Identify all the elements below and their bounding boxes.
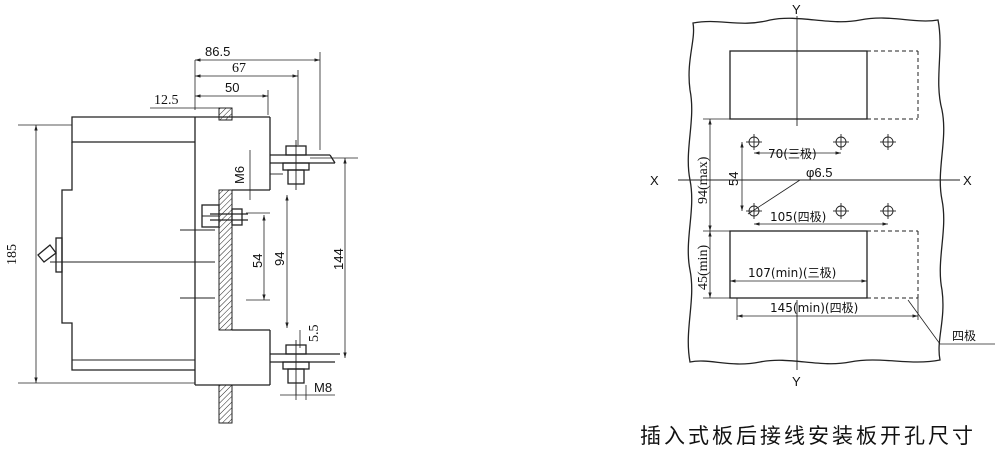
dim-m6: M6	[232, 166, 247, 184]
dim-94: 94	[272, 252, 287, 266]
dim-94-max: 94(max)	[696, 156, 711, 204]
breaker-body	[37, 116, 271, 386]
mounting-bolt	[201, 204, 248, 228]
label-four-pole: 四极	[952, 329, 976, 343]
dim-86-5: 86.5	[205, 44, 230, 59]
cutout-view: Y Y X X 70(三极) φ6.5 54 94(max) 105(四极) 4…	[650, 2, 995, 389]
dim-phi-6-5: φ6.5	[806, 165, 833, 180]
dim-185: 185	[5, 244, 20, 265]
mounting-holes	[746, 134, 896, 219]
dim-107-three-pole: 107(min)(三极)	[748, 266, 836, 280]
dim-144: 144	[331, 248, 346, 270]
panel-outline	[687, 17, 945, 365]
figure-caption: 插入式板后接线安装板开孔尺寸	[640, 424, 976, 448]
dim-5-5: 5.5	[307, 325, 322, 343]
axis-y-bottom: Y	[792, 374, 801, 389]
dim-54: 54	[726, 172, 741, 186]
mounting-plate	[218, 107, 233, 424]
dim-145-four-pole: 145(min)(四极)	[770, 301, 858, 315]
axis-y-top: Y	[792, 2, 801, 17]
dim-12-5: 12.5	[154, 93, 179, 108]
dim-70-three-pole: 70(三极)	[768, 147, 817, 161]
dim-m8: M8	[314, 380, 332, 395]
dim-105-four-pole: 105(四极)	[770, 210, 826, 224]
cutout-dimensions	[703, 118, 995, 345]
axis-x-left: X	[650, 173, 659, 188]
dim-50: 50	[225, 80, 239, 95]
side-view: 86.5 67 50 12.5 185 M6 54 94 144 5.5 M8	[5, 44, 358, 424]
side-dimensions	[18, 52, 358, 400]
dim-45-min: 45(min)	[696, 245, 711, 290]
dim-54: 54	[250, 254, 265, 268]
dim-67: 67	[232, 61, 246, 76]
axis-x-right: X	[963, 173, 972, 188]
top-terminal	[270, 140, 336, 190]
